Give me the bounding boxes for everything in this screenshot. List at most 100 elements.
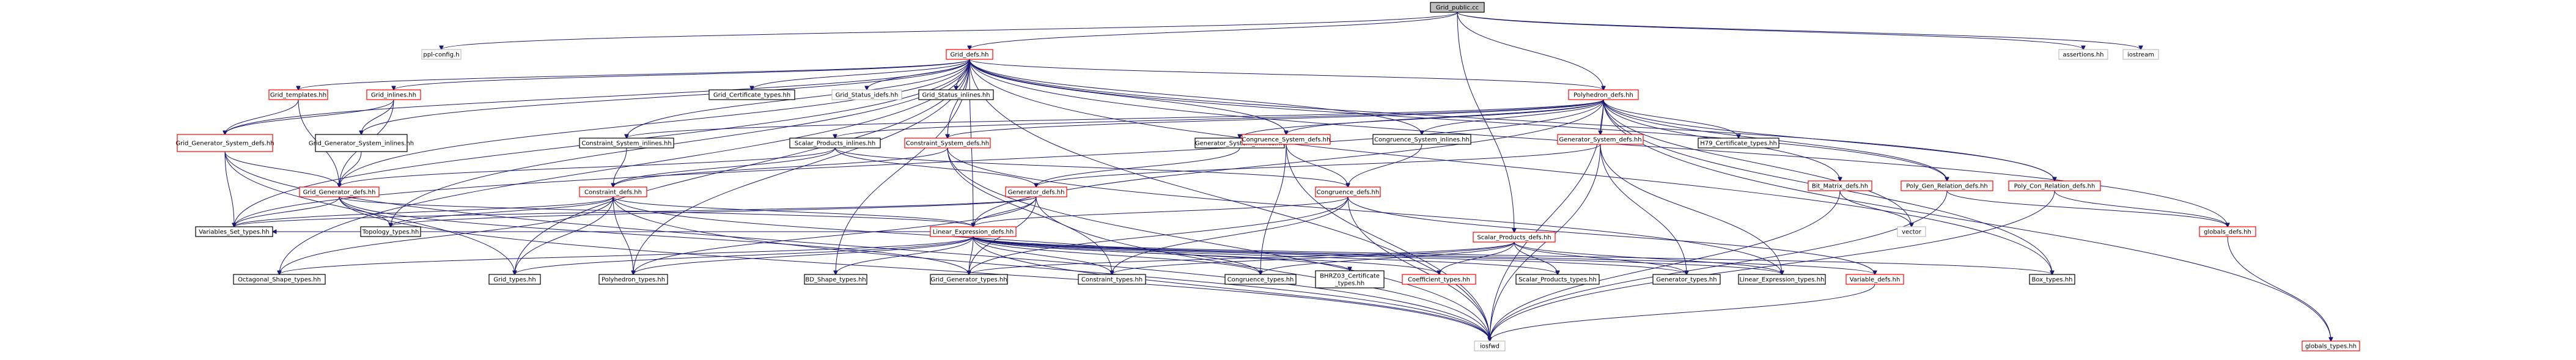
node-box: [1808, 180, 1872, 191]
node-linear-expression-types[interactable]: Linear_Expression_types.hh: [1738, 274, 1826, 285]
node-label: Grid_types.hh: [493, 277, 535, 284]
node-topology-types[interactable]: Topology_types.hh: [360, 226, 421, 237]
node-grid-cert-types[interactable]: Grid_Certificate_types.hh: [708, 89, 795, 100]
node-congruence-sys-inlines[interactable]: Congruence_System_inlines.hh: [1372, 134, 1471, 145]
node-grid-inlines[interactable]: Grid_inlines.hh: [366, 89, 421, 100]
node-label: vector: [1902, 229, 1922, 236]
node-congruence-defs[interactable]: Congruence_defs.hh: [1315, 186, 1381, 197]
node-scalar-products-defs[interactable]: Scalar_Products_defs.hh: [1473, 232, 1556, 243]
node-poly-con-relation-defs[interactable]: Poly_Con_Relation_defs.hh: [2008, 180, 2101, 191]
node-poly-gen-relation-defs[interactable]: Poly_Gen_Relation_defs.hh: [1901, 180, 1993, 191]
node-generator-defs[interactable]: Generator_defs.hh: [1005, 186, 1067, 197]
node-polyhedron-defs[interactable]: Polyhedron_defs.hh: [1568, 89, 1639, 100]
node-label: H79_Certificate_types.hh: [1700, 141, 1777, 147]
node-box: [1242, 134, 1331, 145]
node-polyhedron-types[interactable]: Polyhedron_types.hh: [598, 274, 668, 285]
node-label: Grid_Generator_defs.hh: [303, 189, 376, 196]
edge-grid_defs-to-grid_inlines: [394, 59, 970, 90]
node-constraint-sys-inlines[interactable]: Constraint_System_inlines.hh: [579, 138, 674, 149]
edge-constraint_defs-to-polyhedron_types: [613, 196, 633, 274]
node-label: Constraint_types.hh: [1081, 277, 1143, 284]
node-grid-gen-sys-inlines[interactable]: Grid_Generator_System_inlines.hh: [309, 134, 414, 152]
node-box: [488, 274, 541, 285]
edge-constraint_defs-to-grid_types: [515, 196, 614, 274]
node-box-types[interactable]: Box_types.hh: [2029, 274, 2075, 285]
edge-constraint_defs-to-topology_types: [391, 196, 614, 227]
node-congruence-types[interactable]: Congruence_types.hh: [1224, 274, 1297, 285]
node-variables-set-types[interactable]: Variables_Set_types.hh: [195, 226, 273, 237]
node-coefficient-types[interactable]: Coefficient_types.hh: [1402, 274, 1476, 285]
edge-layer: [225, 12, 2331, 341]
node-label: Topology_types.hh: [362, 229, 419, 236]
node-box: [2122, 49, 2159, 60]
node-scalar-products-inlines[interactable]: Scalar_Products_inlines.hh: [789, 138, 881, 149]
node-variable-defs[interactable]: Variable_defs.hh: [1846, 274, 1904, 285]
edge-poly_gen_relation_defs-to-globals_defs: [1946, 190, 2228, 227]
node-congruence-sys-defs[interactable]: Congruence_System_defs.hh: [1242, 134, 1331, 145]
node-grid-gen-sys-defs[interactable]: Grid_Generator_System_defs.hh: [175, 134, 274, 152]
node-globals-types[interactable]: globals_types.hh: [2302, 340, 2360, 351]
edge-grid_public_cc-to-polyhedron_defs: [1457, 12, 1603, 90]
edge-congruence_sys_inlines-to-congruence_defs: [1348, 144, 1422, 187]
node-constraint-types[interactable]: Constraint_types.hh: [1078, 274, 1146, 285]
node-box: [1402, 274, 1476, 285]
node-bit-matrix-defs[interactable]: Bit_Matrix_defs.hh: [1808, 180, 1872, 191]
edge-scalar_products_defs-to-scalar_products_types: [1514, 241, 1558, 274]
node-label: Coefficient_types.hh: [1408, 277, 1470, 284]
node-constraint-sys-defs[interactable]: Constraint_System_defs.hh: [904, 138, 991, 149]
edge-scalar_products_inlines-to-generator_defs: [834, 147, 1036, 187]
node-generator-types[interactable]: Generator_types.hh: [1652, 274, 1721, 285]
node-generator-sys-defs[interactable]: Generator_System_defs.hh: [1557, 134, 1644, 145]
node-grid-generator-types[interactable]: Grid_Generator_types.hh: [930, 274, 1008, 285]
node-box: [789, 138, 881, 149]
edge-poly_con_relation_defs-to-iosfwd: [1490, 190, 2055, 341]
node-box: [1474, 340, 1506, 351]
node-label: Linear_Expression_types.hh: [1740, 277, 1825, 284]
edge-linear_expression_defs-to-congruence_types: [973, 236, 1260, 274]
edge-grid_defs-to-congruence_sys_defs: [969, 59, 1286, 134]
edge-polyhedron_defs-to-constraint_sys_inlines: [627, 99, 1604, 138]
edge-grid_public_cc-to-iostream: [1457, 12, 2141, 50]
node-box: [579, 138, 674, 149]
edge-grid_defs-to-grid_gen_sys_inlines: [361, 59, 970, 134]
edge-grid_public_cc-to-scalar_products_defs: [1457, 12, 1514, 232]
node-assertions: assertions.hh: [2058, 49, 2108, 60]
node-grid-defs[interactable]: Grid_defs.hh: [946, 49, 993, 60]
edge-scalar_products_defs-to-constraint_types: [1112, 241, 1515, 274]
node-box: [268, 89, 328, 100]
node-label: Grid_Generator_types.hh: [930, 277, 1007, 284]
edge-polyhedron_defs-to-scalar_products_inlines: [835, 99, 1604, 138]
node-bd-shape-types[interactable]: BD_Shape_types.hh: [804, 274, 867, 285]
node-box: [579, 186, 647, 197]
node-linear-expression-defs[interactable]: Linear_Expression_defs.hh: [930, 226, 1017, 237]
node-grid-generator-defs[interactable]: Grid_Generator_defs.hh: [299, 186, 380, 197]
node-grid-types[interactable]: Grid_types.hh: [488, 274, 541, 285]
node-box: [299, 186, 380, 197]
node-label: iosfwd: [1480, 343, 1500, 350]
node-label: BHRZ03_Certificate: [1320, 273, 1380, 280]
node-label: Variables_Set_types.hh: [199, 229, 270, 236]
edge-scalar_products_inlines-to-congruence_defs: [834, 147, 1348, 187]
edge-scalar_products_defs-to-grid_generator_types: [969, 241, 1515, 274]
node-grid-status-inlines[interactable]: Grid_Status_inlines.hh: [918, 89, 994, 100]
node-label: BD_Shape_types.hh: [805, 277, 866, 284]
edge-linear_expression_defs-to-grid_types: [515, 236, 974, 274]
edge-constraint_defs-to-octagonal_shape_types: [279, 196, 614, 274]
node-globals-defs[interactable]: globals_defs.hh: [2199, 226, 2256, 237]
node-iosfwd: iosfwd: [1474, 340, 1506, 351]
node-constraint-defs[interactable]: Constraint_defs.hh: [579, 186, 647, 197]
edge-grid_defs-to-grid_templates: [298, 59, 970, 90]
node-scalar-products-types[interactable]: Scalar_Products_types.hh: [1515, 274, 1600, 285]
node-grid-templates[interactable]: Grid_templates.hh: [268, 89, 328, 100]
node-box: [1846, 274, 1904, 285]
edge-variable_defs-to-iosfwd: [1490, 284, 1875, 341]
node-bhrz03-cert-types[interactable]: BHRZ03_Certificate_types.hh: [1315, 270, 1385, 288]
edge-grid_inlines-to-grid_gen_sys_inlines: [361, 99, 394, 134]
node-label: Poly_Con_Relation_defs.hh: [2014, 183, 2096, 190]
edge-constraint_sys_defs-to-linear_expression_types: [947, 147, 1782, 274]
node-box: [2008, 180, 2101, 191]
edge-generator_defs-to-linear_expression_defs: [973, 196, 1037, 227]
node-box: [1901, 180, 1993, 191]
node-octagonal-shape-types[interactable]: Octagonal_Shape_types.hh: [233, 274, 326, 285]
node-h79-cert-types[interactable]: H79_Certificate_types.hh: [1698, 138, 1779, 149]
